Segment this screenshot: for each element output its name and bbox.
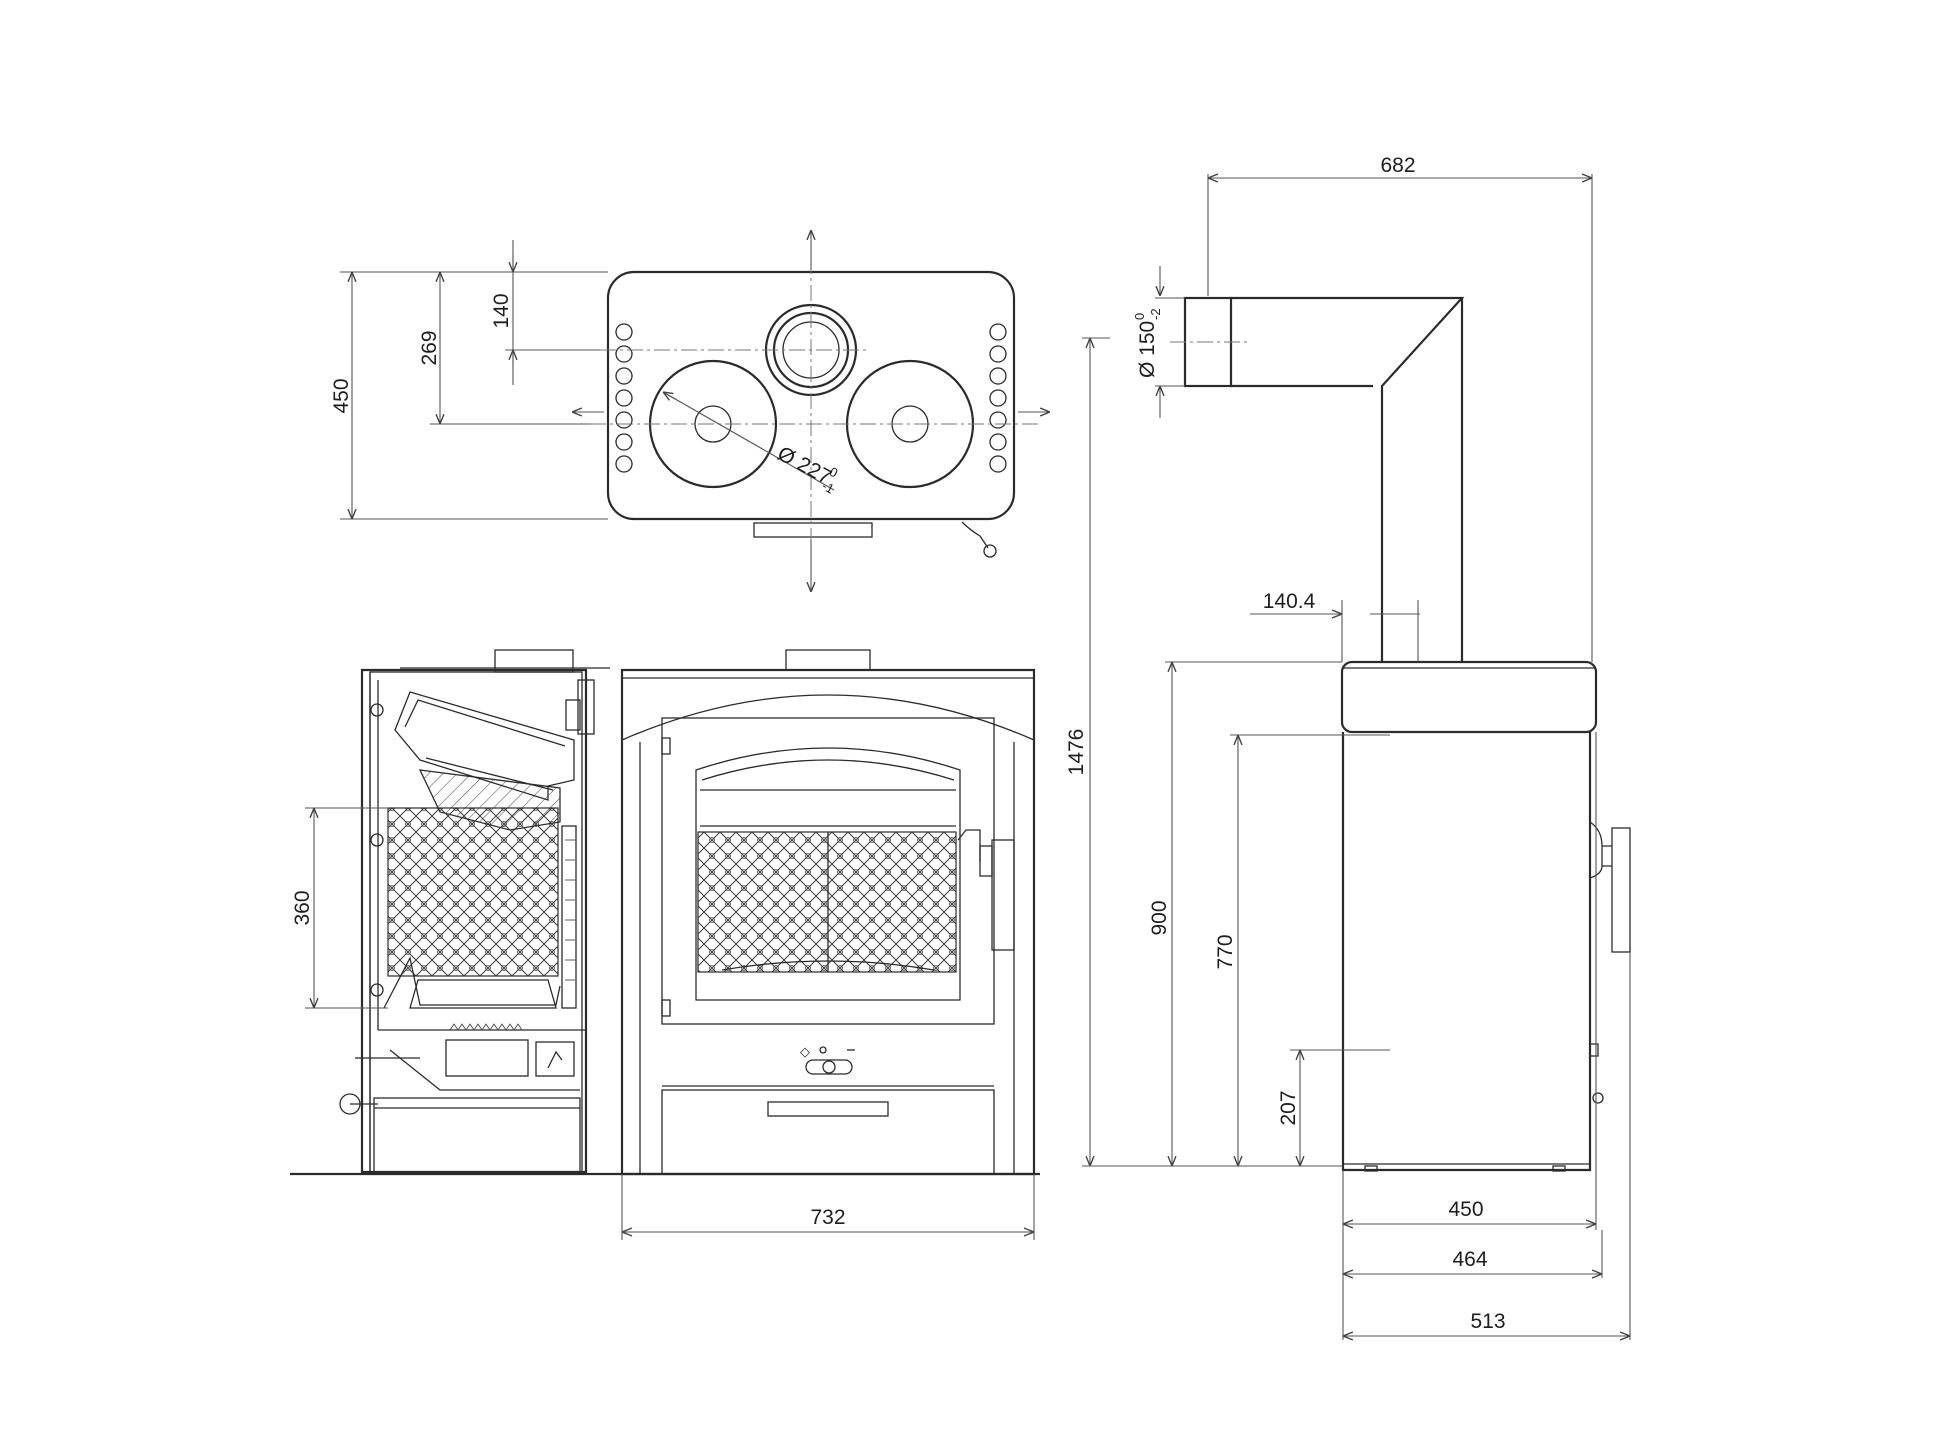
dim-firebox-height: 360 <box>291 890 314 925</box>
stove-door <box>661 717 995 1025</box>
front-view: ◇ <box>290 649 1040 1240</box>
dim-ash-height: 207 <box>1277 1090 1300 1125</box>
dim-door-height: 770 <box>1214 934 1237 969</box>
dim-depth-plate: 464 <box>1452 1248 1487 1271</box>
dim-pipe-width: 682 <box>1380 154 1415 177</box>
svg-text:◇: ◇ <box>800 1044 810 1059</box>
side-handle <box>1611 827 1631 953</box>
side-elevation-view <box>1082 174 1631 1340</box>
window-lattice <box>697 831 957 973</box>
dim-flue-tol-lower: -2 <box>1148 308 1163 320</box>
left-vent-holes <box>615 323 633 473</box>
dim-flue-tol-upper: 0 <box>1132 313 1147 320</box>
door-handle <box>991 839 1015 951</box>
dim-top-depth: 450 <box>330 378 353 413</box>
dim-depth-total: 513 <box>1470 1310 1505 1333</box>
dim-top-flue-offset: 140 <box>490 293 513 328</box>
ash-drawer-handle <box>767 1101 889 1117</box>
flue-pipe <box>1170 296 1465 662</box>
dim-front-width: 732 <box>810 1206 845 1229</box>
top-view <box>340 230 1050 592</box>
dim-depth-body: 450 <box>1448 1198 1483 1221</box>
dim-flue-offset: 140.4 <box>1263 590 1316 613</box>
firebox-lattice <box>387 807 559 977</box>
side-section-view <box>305 649 610 1174</box>
right-vent-holes <box>989 323 1007 473</box>
cooktop-slab <box>1340 660 1598 734</box>
air-control-slider: ◇ <box>800 1044 855 1075</box>
dim-flue-diameter: Ø 150 <box>1136 321 1159 378</box>
dim-top-plate-center: 269 <box>418 330 441 365</box>
dim-total-height: 1476 <box>1065 729 1088 776</box>
dim-body-height: 900 <box>1148 900 1171 935</box>
